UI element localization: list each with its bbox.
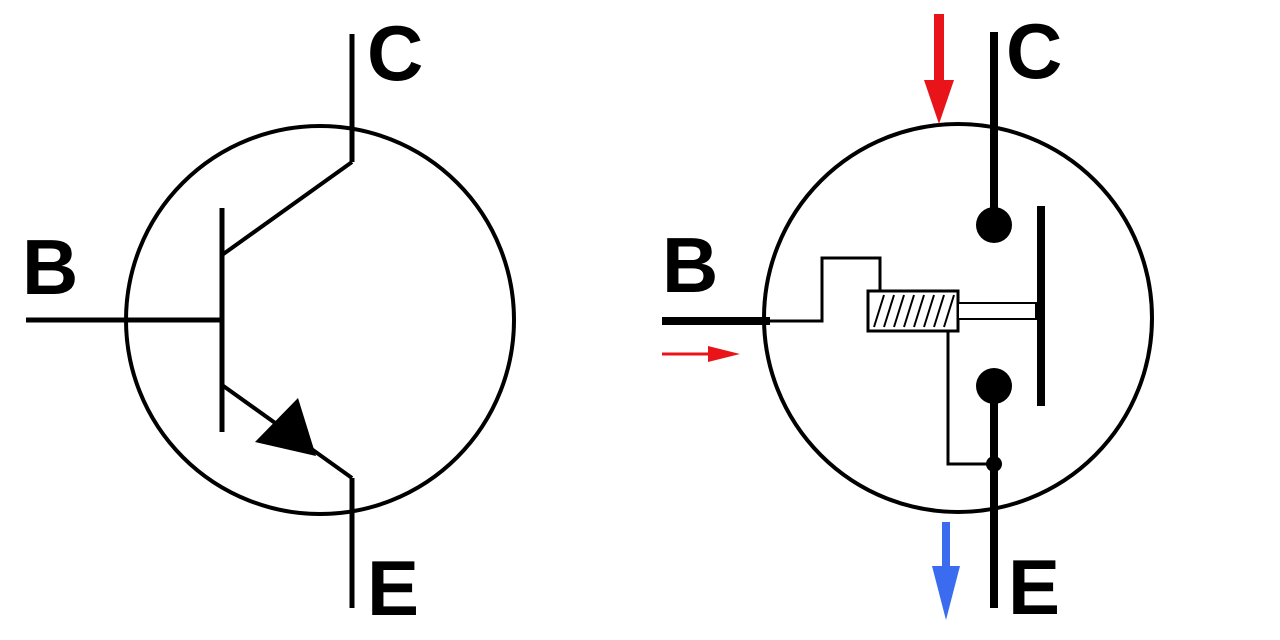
- left-label-emitter: E: [367, 544, 419, 632]
- transistor-relay-model: C B E: [662, 7, 1154, 631]
- collector-current-arrow: [924, 14, 954, 124]
- left-collector-diagonal: [220, 160, 354, 257]
- left-label-base: B: [22, 223, 78, 311]
- plunger-rod: [957, 302, 1037, 320]
- coil-windings: [873, 294, 955, 328]
- base-current-arrow: [662, 346, 740, 362]
- left-label-collector: C: [367, 9, 423, 97]
- right-label-emitter: E: [1008, 543, 1060, 631]
- collector-contact: [976, 207, 1012, 243]
- left-emitter-arrowhead: [255, 398, 316, 456]
- right-label-collector: C: [1006, 7, 1062, 95]
- emitter-current-arrow: [932, 522, 960, 620]
- npn-transistor-symbol: C B E: [22, 9, 516, 632]
- base-coil-wire: [766, 256, 882, 323]
- coil-return-wire: [946, 331, 996, 466]
- right-label-base: B: [662, 221, 718, 309]
- emitter-contact: [976, 368, 1012, 404]
